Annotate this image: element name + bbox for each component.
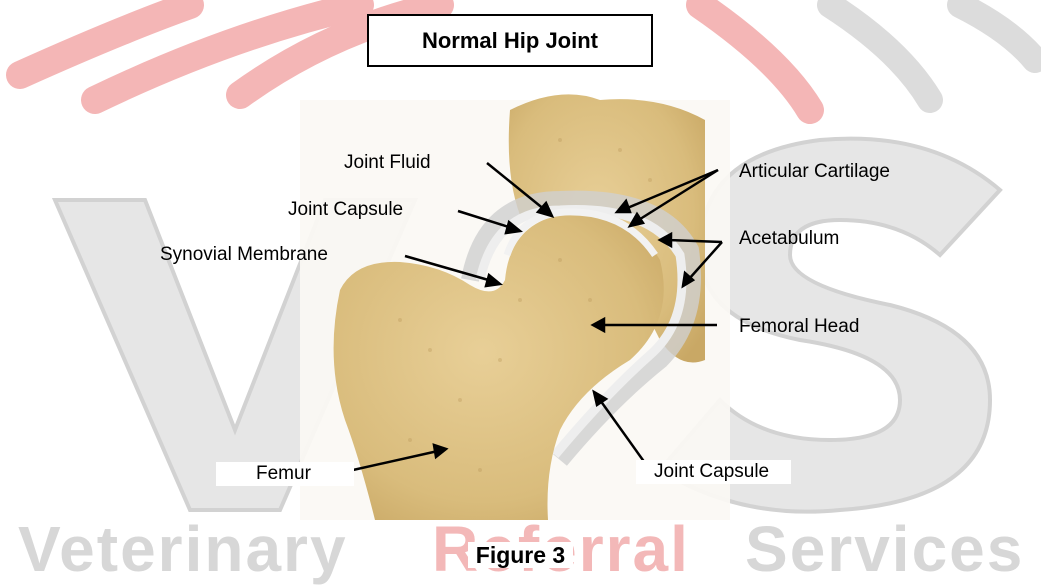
label-femoral-head: Femoral Head <box>739 316 859 338</box>
label-synovial-membrane: Synovial Membrane <box>160 244 328 266</box>
arrowhead-joint-capsule-bottom <box>594 392 606 405</box>
femur-bone <box>334 215 664 520</box>
arrowhead-cartilage-1 <box>617 201 630 212</box>
pelvis-bone <box>509 94 705 362</box>
label-joint-capsule-top: Joint Capsule <box>288 199 403 221</box>
watermark-swoosh-1 <box>20 5 190 75</box>
arrowhead-femoral-head <box>593 319 604 331</box>
arrowhead-synovial-membrane <box>486 275 500 286</box>
articular-cartilage <box>507 212 655 255</box>
arrowhead-joint-fluid <box>538 203 552 216</box>
watermark-swoosh-6 <box>960 5 1035 60</box>
bone-texture <box>398 138 652 472</box>
arrowhead-joint-capsule-top <box>506 222 520 233</box>
watermark-swoosh-4 <box>700 5 810 110</box>
label-articular-cartilage: Articular Cartilage <box>739 161 890 183</box>
arrowhead-femur <box>434 445 446 457</box>
figure-caption-text: Figure 3 <box>468 542 573 568</box>
label-joint-fluid: Joint Fluid <box>344 152 431 174</box>
label-joint-capsule-bottom: Joint Capsule <box>636 460 791 484</box>
label-acetabulum: Acetabulum <box>739 228 839 250</box>
capsule-layer-outer <box>470 200 692 460</box>
watermark-swoosh-5 <box>830 5 930 100</box>
arrowhead-acetabulum-1 <box>660 234 671 246</box>
watermark-swoosh-2 <box>95 5 360 100</box>
label-femur: Femur <box>216 462 354 486</box>
figure-caption: Figure 3 <box>0 542 1041 569</box>
arrowhead-cartilage-2 <box>630 214 643 226</box>
diagram-title: Normal Hip Joint <box>367 14 653 67</box>
capsule-layer-inner <box>480 210 682 455</box>
arrowhead-acetabulum-2 <box>683 273 693 286</box>
pointer-arrows <box>353 163 722 470</box>
